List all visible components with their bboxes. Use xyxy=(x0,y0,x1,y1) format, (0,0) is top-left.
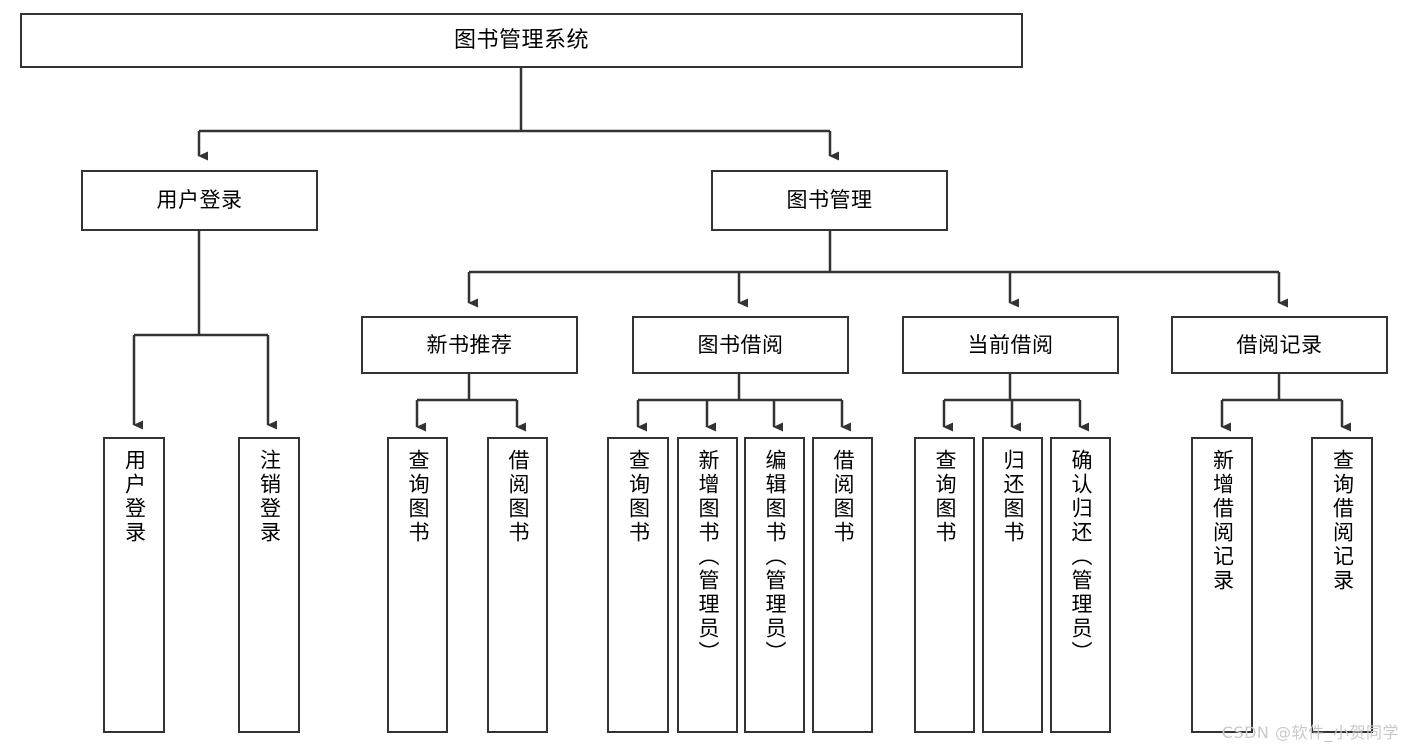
node-leaf-logout[interactable]: 注销登录 xyxy=(238,437,300,733)
node-new-book-recommend-label: 新书推荐 xyxy=(426,332,513,357)
node-leaf-query-book-1[interactable]: 查询图书 xyxy=(387,437,448,733)
node-book-borrow-label: 图书借阅 xyxy=(697,332,784,357)
node-leaf-borrow-book-1[interactable]: 借阅图书 xyxy=(487,437,548,733)
node-leaf-add-record[interactable]: 新增借阅记录 xyxy=(1191,437,1253,733)
node-leaf-user-login-label: 用户登录 xyxy=(122,449,147,545)
node-current-borrow[interactable]: 当前借阅 xyxy=(902,316,1119,374)
node-leaf-query-book-3[interactable]: 查询图书 xyxy=(914,437,975,733)
node-user-login[interactable]: 用户登录 xyxy=(81,170,318,231)
node-leaf-confirm-return[interactable]: 确认归还（管理员） xyxy=(1050,437,1111,733)
node-leaf-confirm-return-label: 确认归还（管理员） xyxy=(1069,449,1093,665)
node-root-label: 图书管理系统 xyxy=(453,27,589,53)
node-leaf-query-record[interactable]: 查询借阅记录 xyxy=(1311,437,1373,733)
node-leaf-query-record-label: 查询借阅记录 xyxy=(1330,449,1355,593)
node-leaf-add-record-label: 新增借阅记录 xyxy=(1210,449,1235,593)
node-leaf-return-book-label: 归还图书 xyxy=(1001,449,1025,545)
node-leaf-query-book-2[interactable]: 查询图书 xyxy=(607,437,669,733)
node-book-borrow[interactable]: 图书借阅 xyxy=(632,316,849,374)
node-leaf-query-book-1-label: 查询图书 xyxy=(406,449,430,545)
node-book-management-label: 图书管理 xyxy=(786,188,873,213)
node-leaf-user-login[interactable]: 用户登录 xyxy=(103,437,165,733)
node-leaf-borrow-book-2[interactable]: 借阅图书 xyxy=(812,437,873,733)
node-leaf-add-book-label: 新增图书（管理员） xyxy=(696,449,720,665)
node-borrow-record-label: 借阅记录 xyxy=(1236,332,1323,357)
node-leaf-edit-book-label: 编辑图书（管理员） xyxy=(763,449,787,665)
node-leaf-return-book[interactable]: 归还图书 xyxy=(982,437,1043,733)
node-leaf-borrow-book-2-label: 借阅图书 xyxy=(831,449,855,545)
node-leaf-edit-book[interactable]: 编辑图书（管理员） xyxy=(744,437,805,733)
node-leaf-query-book-2-label: 查询图书 xyxy=(626,449,651,545)
csdn-watermark: CSDN @软件_小贺同学 xyxy=(1221,723,1399,742)
node-leaf-add-book[interactable]: 新增图书（管理员） xyxy=(677,437,738,733)
node-leaf-borrow-book-1-label: 借阅图书 xyxy=(506,449,530,545)
node-borrow-record[interactable]: 借阅记录 xyxy=(1171,316,1388,374)
node-leaf-logout-label: 注销登录 xyxy=(257,449,282,545)
node-new-book-recommend[interactable]: 新书推荐 xyxy=(361,316,578,374)
node-leaf-query-book-3-label: 查询图书 xyxy=(933,449,957,545)
node-root-book-management-system[interactable]: 图书管理系统 xyxy=(20,13,1023,68)
node-user-login-label: 用户登录 xyxy=(156,188,243,213)
node-current-borrow-label: 当前借阅 xyxy=(967,332,1054,357)
node-book-management[interactable]: 图书管理 xyxy=(711,170,948,231)
